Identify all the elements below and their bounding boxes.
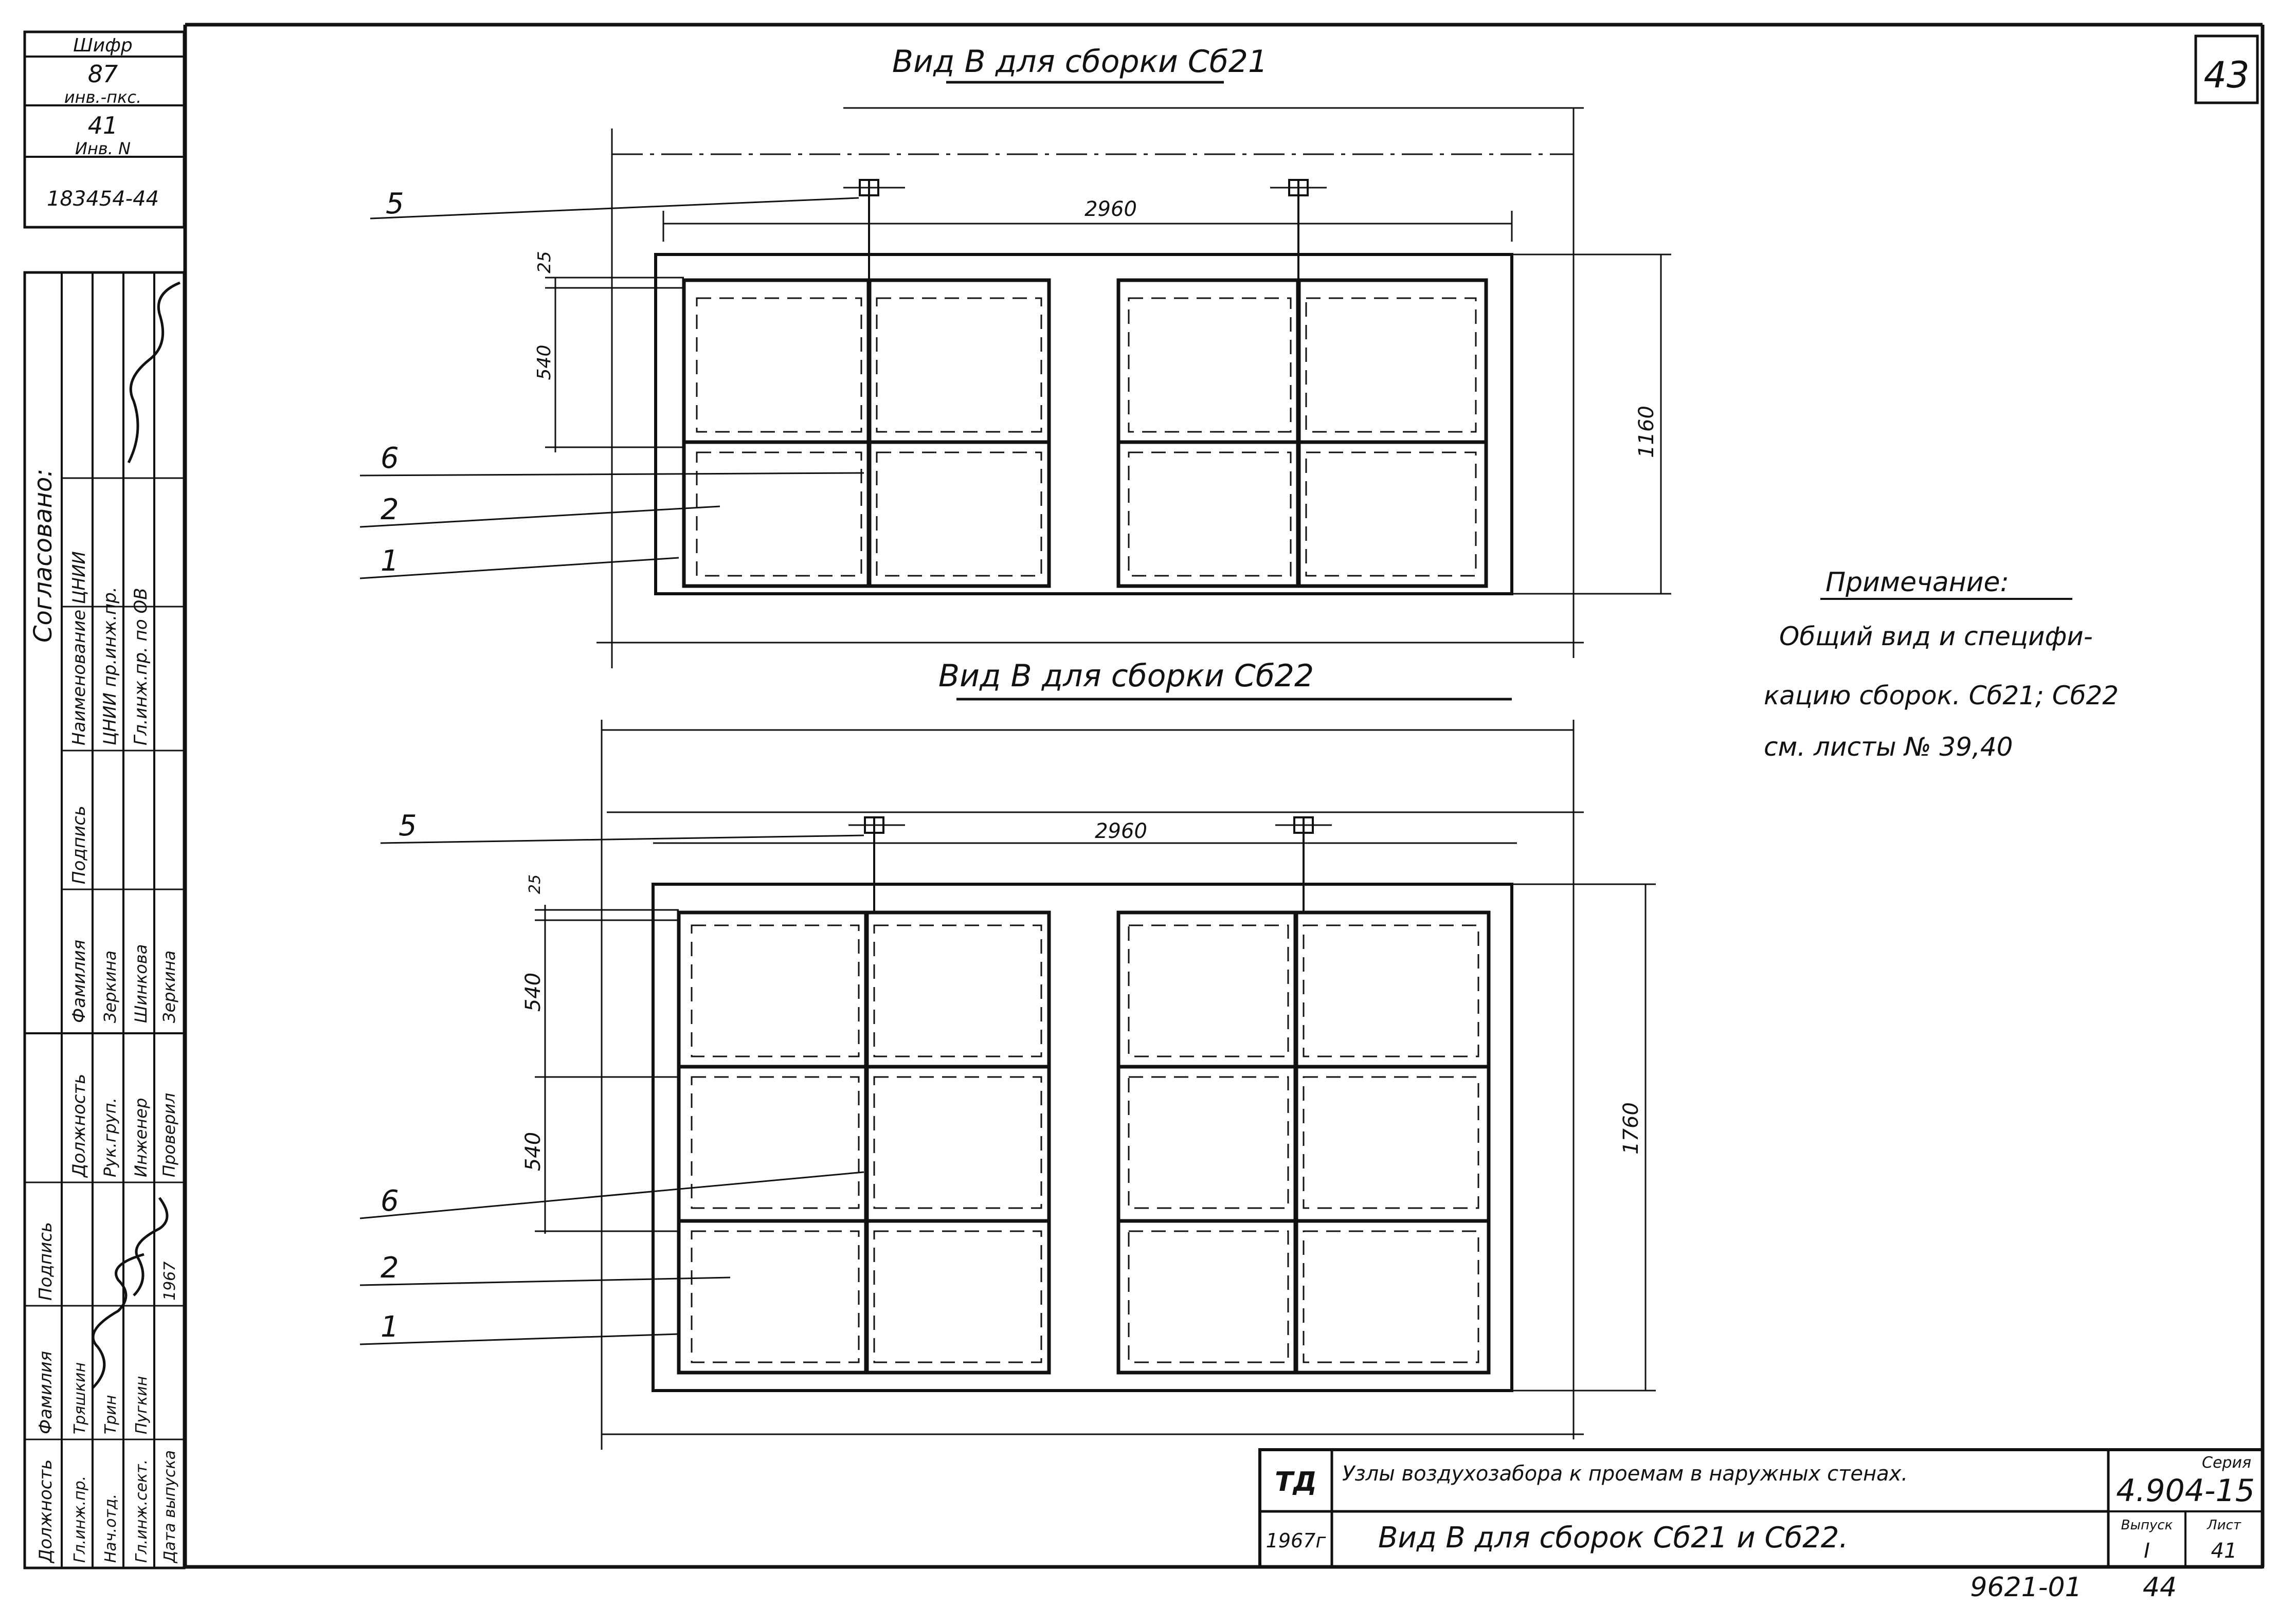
title-block-code: ТД [1275,1467,1317,1498]
signature-scribble-1 [127,281,180,464]
left-row-3-name: Пугкин [133,1376,151,1434]
left-header-2: Фамилия [35,1351,56,1434]
view-2-callout-5: 5 [399,809,417,843]
sheet-label: Лист [2207,1518,2241,1533]
org-row-2: ЦНИИ пр.инж.пр. [100,587,120,745]
view-2-title: Вид В для сборки Сб22 [938,658,1314,694]
view-2-callout-2: 2 [381,1251,399,1285]
project-title: Узлы воздухозабора к проемам в наружных … [1342,1462,1908,1486]
archive-stamp: Шифр 87 инв.-пкс. 41 Инв. N 183454-44 [23,30,186,229]
series-value: 4.904-15 [2116,1473,2255,1509]
stamp-line-1: Шифр [73,35,133,56]
view-1-title: Вид В для сборки Сб21 [892,44,1268,80]
stamp-line-6: 183454-44 [47,187,159,211]
approval-table: Согласовано: Наименование ЦНИИ ЦНИИ пр.и… [23,271,186,1569]
right-header-3: Должность [69,1074,89,1178]
stamp-line-4: 41 [88,112,118,139]
right-header-1: Подпись [69,806,89,884]
view-1: Вид В для сборки Сб21 2960 [359,44,1671,668]
right-header-2: Фамилия [69,940,89,1023]
note-line-3: см. листы № 39,40 [1764,732,2013,762]
view-1-callout-5: 5 [386,187,404,221]
org-row-1: Наименование ЦНИИ [69,551,89,745]
note-line-2: кацию сборок. Сб21; Сб22 [1764,681,2119,710]
view-1-dim-left-top: 25 [534,251,555,273]
view-2-callout-1: 1 [381,1310,399,1344]
view-2: Вид В для сборки Сб22 2960 [359,658,1656,1450]
stamp-line-3: инв.-пкс. [64,87,141,107]
stamp-line-5: Инв. N [75,139,131,158]
view-1-dim-right: 1160 [1635,406,1658,458]
left-row-4-name: 1967 [161,1262,179,1301]
title-block-year: 1967г [1266,1529,1327,1552]
issue-value: I [2144,1539,2150,1563]
right-row-2-name: Шинкова [131,944,151,1023]
title-block: ТД 1967г Узлы воздухозабора к проемам в … [1258,1448,2264,1568]
signature-scribble-3 [133,1197,169,1296]
left-row-2-pos: Нач.отд. [102,1494,120,1563]
stamp-line-2: 87 [88,60,118,88]
left-row-3-pos: Гл.инж.сект. [133,1459,151,1563]
note-line-1: Общий вид и специфи- [1779,622,2093,651]
view-2-dim-right: 1760 [1619,1102,1643,1155]
view-2-dim-left-mid-1: 540 [521,973,545,1012]
view-1-callout-1: 1 [381,544,399,578]
left-header-3: Подпись [35,1222,56,1301]
left-header-1: Должность [35,1459,56,1564]
view-1-dim-left-mid: 540 [534,345,555,380]
right-row-2-pos: Инженер [131,1098,151,1177]
signature-scribble-2 [92,1253,144,1389]
issue-label: Выпуск [2121,1518,2173,1533]
right-row-3-pos: Проверил [159,1093,179,1177]
view-1-callout-6: 6 [381,442,399,475]
archive-number: 9621-01 [1970,1572,2082,1603]
note-heading: Примечание: [1825,567,2009,598]
view-2-dim-left-mid-2: 540 [521,1132,545,1171]
left-row-2-name: Трин [102,1395,120,1434]
bottom-page-number: 44 [2143,1572,2177,1603]
note: Примечание: Общий вид и специфи- кацию с… [1764,567,2119,762]
right-row-1-name: Зеркина [100,951,120,1023]
series-label: Серия [2202,1454,2251,1472]
view-2-dim-left-top: 25 [526,874,544,894]
page-number: 43 [2203,54,2249,96]
right-row-1-pos: Рук.груп. [100,1098,120,1177]
org-row-3: Гл.инж.пр. по ОВ [131,588,151,745]
view-2-callout-6: 6 [381,1184,399,1218]
view-1-dim-width: 2960 [1084,197,1137,221]
agreed-title: Согласовано: [29,468,58,643]
right-row-3-name: Зеркина [159,951,179,1023]
view-1-callout-2: 2 [381,493,399,526]
left-row-4-pos: Дата выпуска [161,1450,179,1564]
view-2-dim-width: 2960 [1095,819,1147,843]
sheet-value: 41 [2211,1539,2237,1563]
left-row-1-name: Тряшкин [71,1362,89,1434]
left-row-1-pos: Гл.инж.пр. [71,1476,89,1563]
drawing-title: Вид В для сборок Сб21 и Сб22. [1378,1521,1848,1555]
